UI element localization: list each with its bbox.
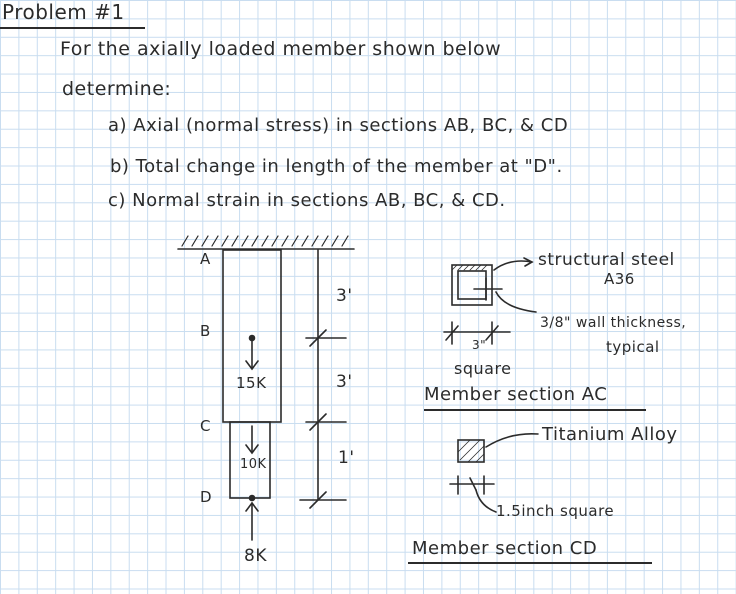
question-b: b) Total change in length of the member … [110,156,563,177]
section-ac-size: 3" [472,338,487,352]
section-ac-hatch [451,264,488,271]
dimension-cd: 1' [338,448,355,468]
section-ac-shape: square [454,359,512,378]
node-d [248,494,256,502]
load-at-b: 15K [236,374,267,392]
section-cd-material: Titanium Alloy [542,424,678,445]
dimension-bc: 3' [336,372,353,392]
intro-line-2: determine: [62,78,172,100]
load-at-d: 8K [244,546,267,566]
section-cd-size: 1.5inch square [496,502,615,520]
section-cd-square [457,439,485,463]
title-underline [0,27,145,29]
dimension-ab: 3' [336,286,353,306]
section-ac-underline [424,409,646,411]
question-a: a) Axial (normal stress) in sections AB,… [108,115,569,136]
label-a: A [200,250,211,268]
problem-title: Problem #1 [2,0,125,24]
intro-line-1: For the axially loaded member shown belo… [60,38,502,60]
section-ac-wall-typical: typical [606,338,660,356]
question-c: c) Normal strain in sections AB, BC, & C… [108,190,506,211]
label-d: D [200,488,213,506]
section-ac-wall: 3/8" wall thickness, [540,315,687,331]
label-c: C [200,417,211,435]
section-cd-hatch [457,439,485,463]
section-cd-underline [408,562,652,564]
section-ac-caption: Member section AC [424,384,608,405]
section-ac-grade: A36 [604,270,635,288]
support-hatching [181,235,349,247]
section-ac-material: structural steel [538,250,675,270]
section-cd-caption: Member section CD [412,538,598,559]
section-ac-square [451,264,493,306]
label-b: B [200,322,211,340]
load-at-c: 10K [240,457,267,472]
